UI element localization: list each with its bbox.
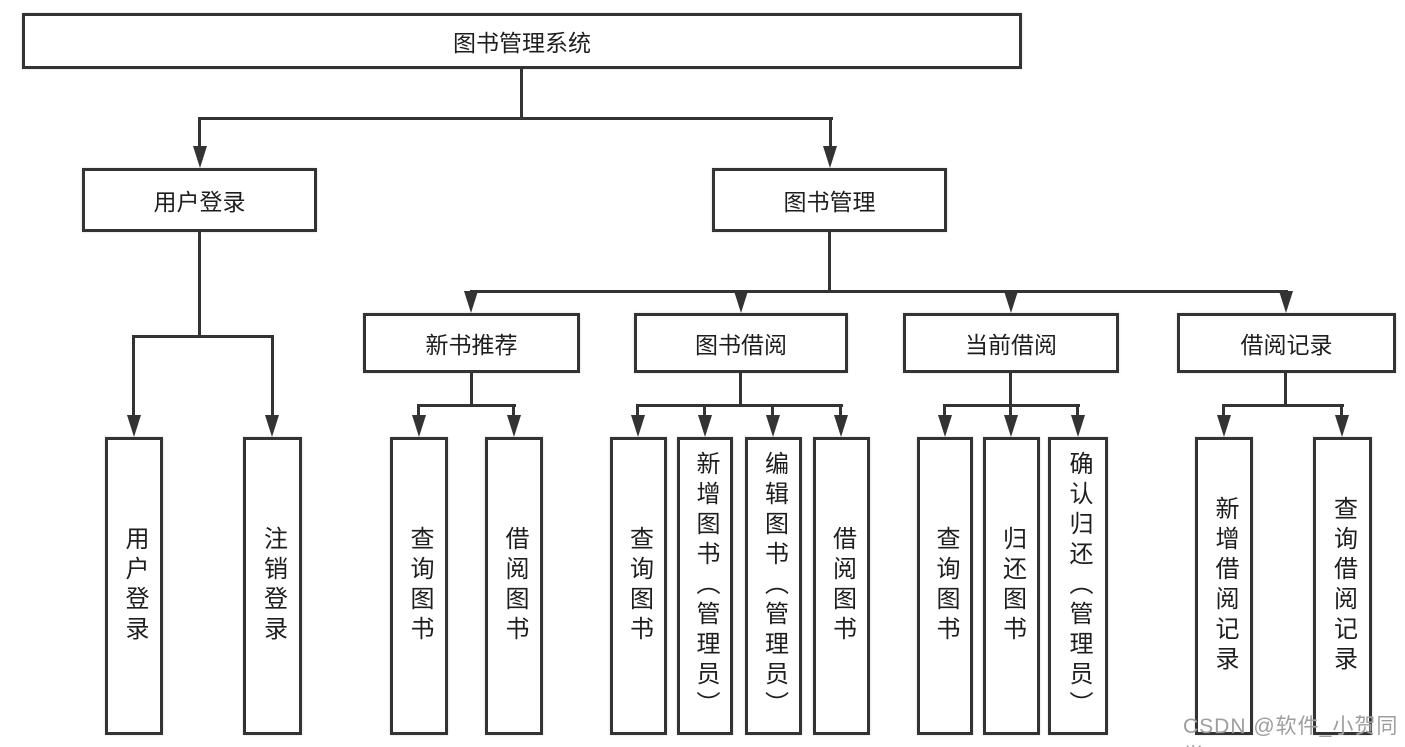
leaf-label: 查询图书 bbox=[932, 526, 959, 646]
leaf-borrow-books-recommend: 借阅图书 bbox=[485, 437, 543, 735]
leaf-label: 用户登录 bbox=[121, 526, 148, 646]
node-book-management: 图书管理 bbox=[712, 168, 947, 232]
leaf-confirm-return-admin: 确认归还（管理员） bbox=[1048, 437, 1108, 735]
connector-vline bbox=[271, 335, 274, 417]
connector-vline bbox=[828, 232, 831, 292]
arrow-down-icon bbox=[1217, 415, 1231, 437]
connector-hline bbox=[1223, 404, 1344, 407]
arrow-down-icon bbox=[631, 415, 645, 437]
leaf-label: 编辑图书（管理员） bbox=[760, 451, 788, 721]
node-label: 当前借阅 bbox=[965, 332, 1057, 358]
connector-hline bbox=[418, 404, 516, 407]
connector-hline bbox=[944, 404, 1080, 407]
node-label: 图书借阅 bbox=[695, 332, 787, 358]
arrow-down-icon bbox=[1279, 291, 1293, 313]
arrow-down-icon bbox=[127, 415, 141, 437]
leaf-return-book: 归还图书 bbox=[983, 437, 1040, 735]
connector-vline bbox=[512, 404, 515, 417]
leaf-logout: 注销登录 bbox=[243, 437, 302, 735]
arrow-down-icon bbox=[193, 146, 207, 168]
node-label: 用户登录 bbox=[153, 189, 246, 215]
node-book-borrowing: 图书借阅 bbox=[634, 313, 848, 373]
leaf-label: 确认归还（管理员） bbox=[1065, 451, 1092, 721]
leaf-label: 注销登录 bbox=[259, 526, 287, 646]
arrow-down-icon bbox=[834, 415, 848, 437]
leaf-label: 归还图书 bbox=[998, 526, 1026, 646]
leaf-label: 借阅图书 bbox=[501, 526, 528, 646]
connector-vline bbox=[520, 69, 523, 119]
leaf-query-borrow-record: 查询借阅记录 bbox=[1313, 437, 1372, 735]
connector-vline bbox=[1284, 373, 1287, 406]
arrow-down-icon bbox=[698, 415, 712, 437]
leaf-borrow-books-borrowing: 借阅图书 bbox=[813, 437, 870, 735]
connector-vline bbox=[1340, 404, 1343, 417]
connector-vline bbox=[703, 404, 706, 417]
connector-hline bbox=[133, 335, 274, 338]
node-label: 新书推荐 bbox=[425, 332, 518, 358]
leaf-label: 查询图书 bbox=[625, 526, 653, 646]
connector-vline bbox=[829, 117, 832, 149]
connector-hline bbox=[637, 404, 843, 407]
connector-vline bbox=[1222, 404, 1225, 417]
connector-vline bbox=[1076, 404, 1079, 417]
watermark: CSDN @软件_小贺同学 bbox=[1183, 715, 1399, 747]
connector-vline bbox=[470, 373, 473, 406]
arrow-down-icon bbox=[265, 415, 279, 437]
node-user-login: 用户登录 bbox=[82, 168, 317, 232]
connector-vline bbox=[771, 404, 774, 417]
connector-vline bbox=[1009, 373, 1012, 406]
leaf-edit-book-admin: 编辑图书（管理员） bbox=[745, 437, 802, 735]
arrow-down-icon bbox=[1335, 415, 1349, 437]
arrow-down-icon bbox=[507, 415, 521, 437]
leaf-label: 查询借阅记录 bbox=[1329, 496, 1357, 676]
connector-vline bbox=[1009, 404, 1012, 417]
leaf-add-book-admin: 新增图书（管理员） bbox=[677, 437, 733, 735]
node-borrowing-records: 借阅记录 bbox=[1177, 313, 1396, 373]
leaf-new-borrow-record: 新增借阅记录 bbox=[1195, 437, 1253, 735]
leaf-query-books-recommend: 查询图书 bbox=[390, 437, 448, 735]
arrow-down-icon bbox=[938, 415, 952, 437]
connector-vline bbox=[636, 404, 639, 417]
connector-hline bbox=[470, 290, 1288, 293]
leaf-label: 新增图书（管理员） bbox=[692, 451, 719, 721]
arrow-down-icon bbox=[823, 146, 837, 168]
arrow-down-icon bbox=[1004, 415, 1018, 437]
connector-vline bbox=[132, 335, 135, 417]
connector-vline bbox=[739, 373, 742, 406]
node-label: 图书管理系统 bbox=[453, 30, 591, 56]
arrow-down-icon bbox=[464, 291, 478, 313]
arrow-down-icon bbox=[766, 415, 780, 437]
connector-vline bbox=[839, 404, 842, 417]
connector-hline bbox=[199, 117, 833, 120]
leaf-query-books-current: 查询图书 bbox=[917, 437, 973, 735]
arrow-down-icon bbox=[1004, 291, 1018, 313]
leaf-label: 查询图书 bbox=[406, 526, 433, 646]
node-label: 借阅记录 bbox=[1240, 332, 1333, 358]
arrow-down-icon bbox=[734, 291, 748, 313]
connector-vline bbox=[198, 117, 201, 149]
leaf-label: 借阅图书 bbox=[828, 526, 856, 646]
node-library-management-system: 图书管理系统 bbox=[22, 13, 1022, 69]
leaf-query-books-borrowing: 查询图书 bbox=[610, 437, 667, 735]
node-label: 图书管理 bbox=[783, 189, 876, 215]
node-current-borrowing: 当前借阅 bbox=[903, 313, 1119, 373]
connector-vline bbox=[943, 404, 946, 417]
leaf-label: 新增借阅记录 bbox=[1211, 496, 1238, 676]
connector-vline bbox=[417, 404, 420, 417]
connector-vline bbox=[198, 232, 201, 337]
node-new-book-recommendation: 新书推荐 bbox=[363, 313, 580, 373]
arrow-down-icon bbox=[412, 415, 426, 437]
leaf-user-login: 用户登录 bbox=[105, 437, 163, 735]
arrow-down-icon bbox=[1071, 415, 1085, 437]
